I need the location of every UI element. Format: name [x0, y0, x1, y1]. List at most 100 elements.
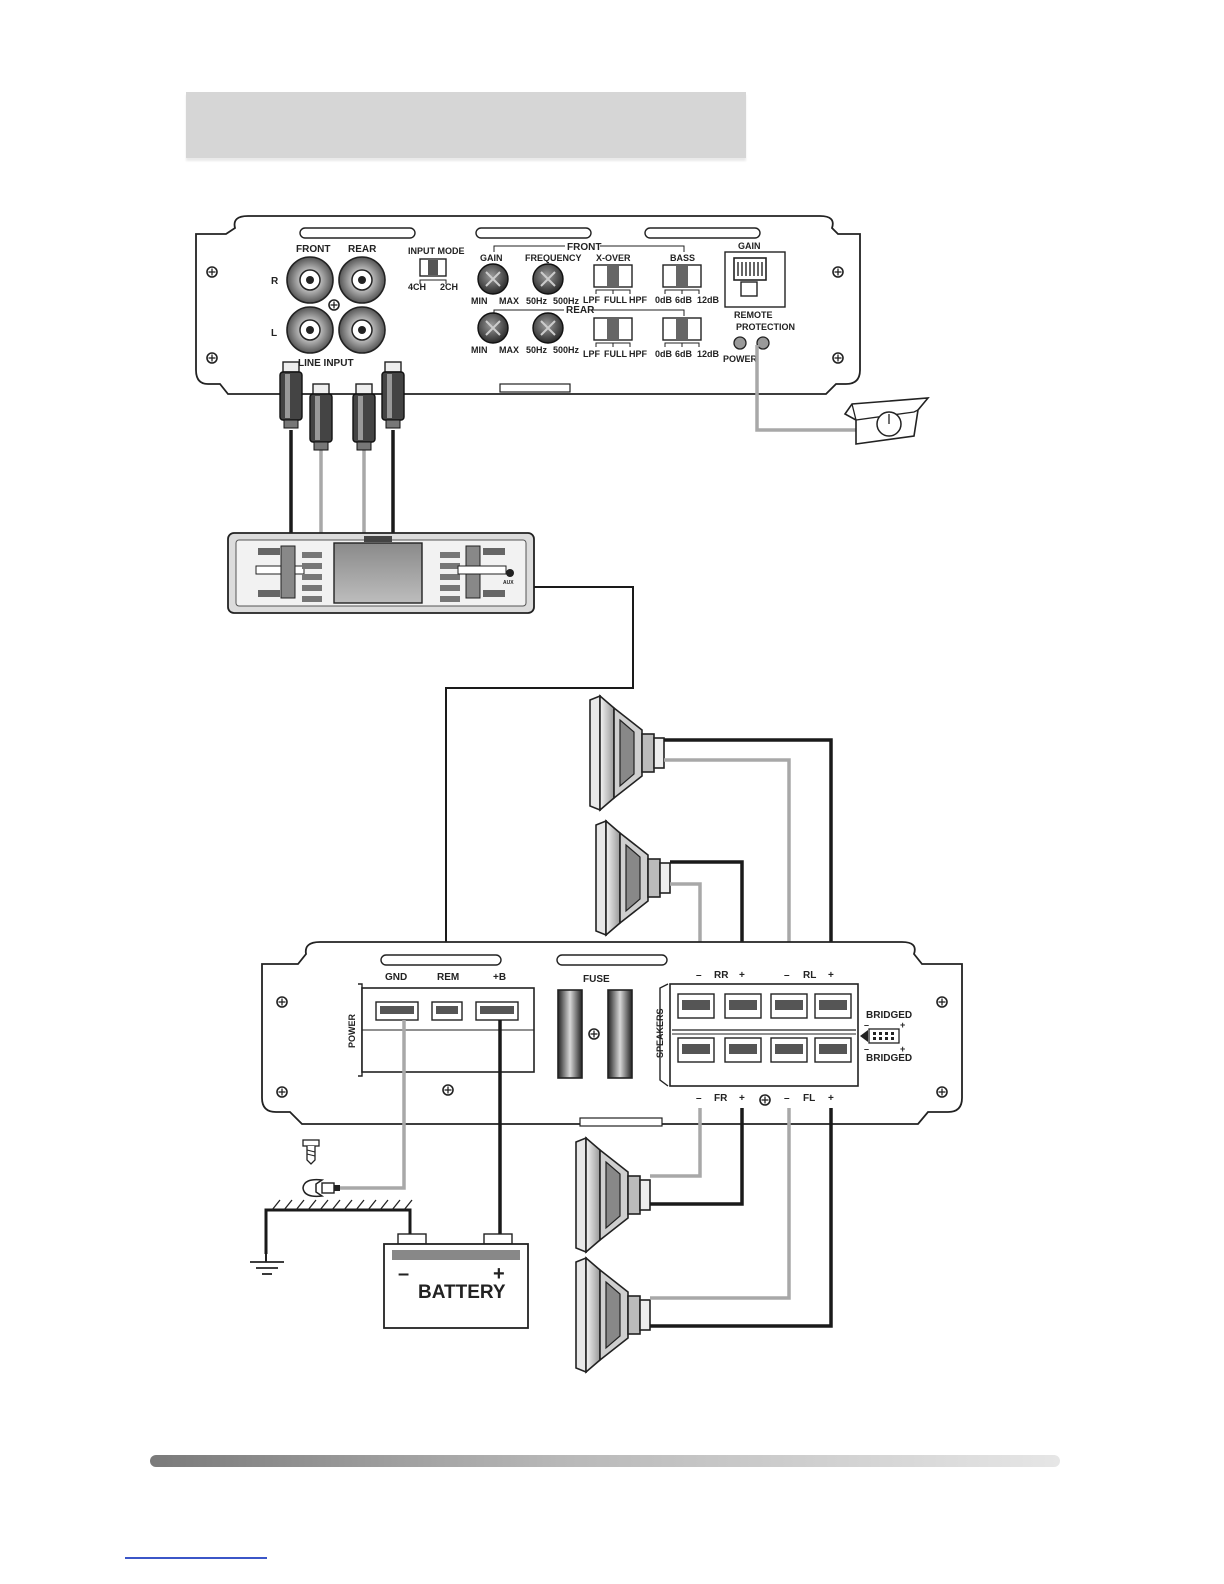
rr-label: RR	[714, 970, 729, 981]
front-xover-label: X-OVER	[596, 253, 631, 263]
fl-plus: +	[828, 1093, 834, 1104]
rear-bass-0db: 0dB	[655, 349, 673, 359]
front-freq-low: 50Hz	[526, 296, 548, 306]
fr-plus: +	[739, 1093, 745, 1104]
bridged-bottom-label: BRIDGED	[866, 1053, 912, 1064]
bridged-minus-top: –	[864, 1020, 869, 1030]
ring-terminal-icon	[302, 1178, 340, 1198]
front-gain-knob[interactable]	[477, 263, 509, 295]
front-right-speaker	[575, 1137, 651, 1253]
rl-plus: +	[828, 970, 834, 981]
remote-label: REMOTE	[734, 310, 773, 320]
amplifier-bottom-panel: POWER GND REM +B FUSE	[261, 941, 963, 1127]
front-group-label: FRONT	[567, 242, 601, 253]
front-frequency-label: FREQUENCY	[525, 253, 582, 263]
front-freq-high: 500Hz	[553, 296, 580, 306]
fl-minus: –	[784, 1093, 790, 1104]
screw-icon	[206, 266, 218, 278]
rear-input-label: REAR	[348, 244, 377, 255]
rear-xover-switch[interactable]	[593, 317, 633, 341]
line-input-label: LINE INPUT	[298, 358, 354, 369]
speaker-terminals-top[interactable]	[677, 993, 852, 1019]
screw-icon	[206, 352, 218, 364]
front-bass-switch[interactable]	[662, 264, 702, 288]
screw-icon	[276, 996, 288, 1008]
bridged-plus-bottom: +	[900, 1044, 905, 1054]
rr-plus: +	[739, 970, 745, 981]
gnd-terminal[interactable]	[375, 1001, 419, 1021]
screw-icon	[588, 1028, 600, 1040]
protection-label: PROTECTION	[736, 322, 795, 332]
rca-cables	[279, 361, 405, 533]
front-xover-switch[interactable]	[593, 264, 633, 288]
screw-icon	[328, 299, 340, 311]
battery-label: BATTERY	[418, 1282, 506, 1303]
screw-icon	[442, 1084, 454, 1096]
front-bass-label: BASS	[670, 253, 695, 263]
rear-xover-hpf: HPF	[629, 349, 648, 359]
input-mode-switch[interactable]	[419, 258, 447, 277]
rear-freq-high: 500Hz	[553, 345, 580, 355]
rear-bass-switch[interactable]	[662, 317, 702, 341]
footer-link-underline	[125, 1557, 267, 1559]
rear-frequency-knob[interactable]	[532, 312, 564, 344]
battery: – + BATTERY	[383, 1233, 529, 1329]
input-mode-label: INPUT MODE	[408, 246, 465, 256]
head-unit-left-buttons[interactable]	[255, 545, 322, 602]
screw-icon	[832, 352, 844, 364]
remote-gain-label: GAIN	[738, 241, 761, 251]
header-band	[186, 92, 746, 158]
fuse-left[interactable]	[557, 989, 583, 1079]
front-gain-min: MIN	[471, 296, 488, 306]
bridged-minus-bottom: –	[864, 1044, 869, 1054]
fuse-label: FUSE	[583, 974, 610, 985]
amplifier-top-panel: FRONT REAR R L LINE INPUT INPUT MODE	[195, 215, 861, 395]
footer-bar	[150, 1455, 1060, 1467]
rca-plug	[352, 383, 376, 451]
rr-minus: –	[696, 970, 702, 981]
screw-icon	[759, 1094, 771, 1106]
aux-jack[interactable]	[506, 569, 514, 577]
head-unit-right-buttons[interactable]	[440, 545, 507, 602]
screw-icon	[832, 266, 844, 278]
b-terminal-label: +B	[493, 972, 506, 983]
rl-label: RL	[803, 970, 816, 981]
rl-minus: –	[784, 970, 790, 981]
front-gain-label: GAIN	[480, 253, 503, 263]
bridged-top-label: BRIDGED	[866, 1010, 912, 1021]
front-xover-hpf: HPF	[629, 295, 648, 305]
chassis-ground-icon	[250, 1199, 413, 1275]
rear-gain-knob[interactable]	[477, 312, 509, 344]
ground-screw-icon	[302, 1139, 320, 1165]
fl-label: FL	[803, 1093, 815, 1104]
fr-label: FR	[714, 1093, 728, 1104]
front-gain-max: MAX	[499, 296, 519, 306]
right-channel-label: R	[271, 276, 279, 287]
remote-bass-knob[interactable]	[843, 397, 930, 445]
remote-port[interactable]	[733, 257, 767, 297]
fuse-right[interactable]	[607, 989, 633, 1079]
front-input-label: FRONT	[296, 244, 330, 255]
rem-terminal[interactable]	[431, 1001, 463, 1021]
front-left-speaker	[575, 1257, 651, 1373]
rear-freq-low: 50Hz	[526, 345, 548, 355]
rear-gain-min: MIN	[471, 345, 488, 355]
bridged-plus-top: +	[900, 1020, 905, 1030]
b-terminal[interactable]	[475, 1001, 519, 1021]
bridged-connector-icon	[860, 1028, 900, 1044]
screw-icon	[276, 1086, 288, 1098]
front-frequency-knob[interactable]	[532, 263, 564, 295]
rear-group-label: REAR	[566, 305, 595, 316]
front-bass-6db: 6dB	[675, 295, 693, 305]
head-unit-display	[333, 542, 423, 604]
speaker-terminals-bottom[interactable]	[677, 1037, 852, 1063]
screw-icon	[936, 1086, 948, 1098]
speakers-section-label: SPEAKERS	[655, 1008, 665, 1058]
rear-xover-lpf: LPF	[583, 349, 601, 359]
rear-gain-max: MAX	[499, 345, 519, 355]
rca-input-jacks	[286, 256, 386, 354]
rear-bass-6db: 6dB	[675, 349, 693, 359]
rca-plug	[279, 361, 303, 429]
